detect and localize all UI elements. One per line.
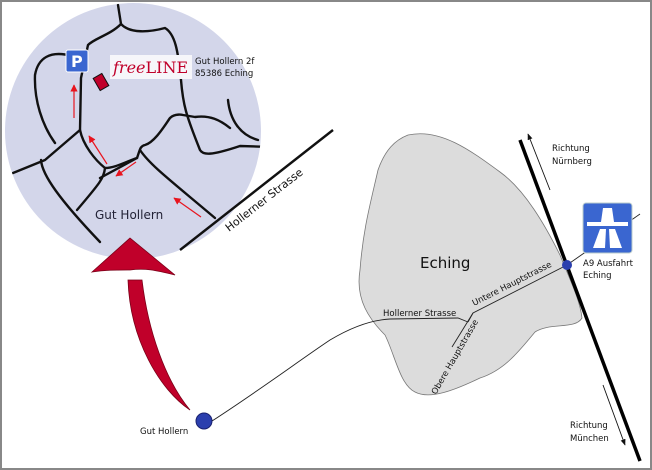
address-line1: Gut Hollern 2f xyxy=(195,57,255,67)
south-label-line1: Richtung xyxy=(570,421,608,431)
hollerner-strasse-label: Hollerner Strasse xyxy=(383,309,456,319)
company-logo: freeLINE xyxy=(112,58,188,77)
a9-motorway xyxy=(518,139,642,462)
north-direction-arrow xyxy=(527,133,551,191)
gut-hollern-marker[interactable] xyxy=(195,412,213,430)
hollerner-strasse-inset-road xyxy=(179,129,334,251)
exit-marker[interactable] xyxy=(562,260,572,270)
hollerner-strasse-road xyxy=(211,317,469,422)
exit-label-line2: Eching xyxy=(583,271,612,281)
building-icon xyxy=(92,72,110,92)
south-label-line2: München xyxy=(570,434,609,444)
exit-label-line1: A9 Ausfahrt xyxy=(583,259,634,269)
address-line2: 85386 Eching xyxy=(195,69,253,79)
south-direction-arrow xyxy=(602,384,626,446)
obere-hauptstrasse-road xyxy=(451,312,474,348)
inset-area-label: Gut Hollern xyxy=(95,208,163,222)
parking-icon: P xyxy=(65,49,89,73)
autobahn-sign-icon xyxy=(582,202,633,254)
north-label-line1: Richtung xyxy=(552,144,590,154)
north-label-line2: Nürnberg xyxy=(552,157,592,167)
company-logo-box xyxy=(110,55,192,79)
start-label: Gut Hollern xyxy=(140,427,188,437)
zoom-pointer-arrow xyxy=(90,237,191,411)
town-label: Eching xyxy=(420,254,470,272)
eching-town-area xyxy=(358,133,583,396)
svg-text:P: P xyxy=(71,52,83,71)
